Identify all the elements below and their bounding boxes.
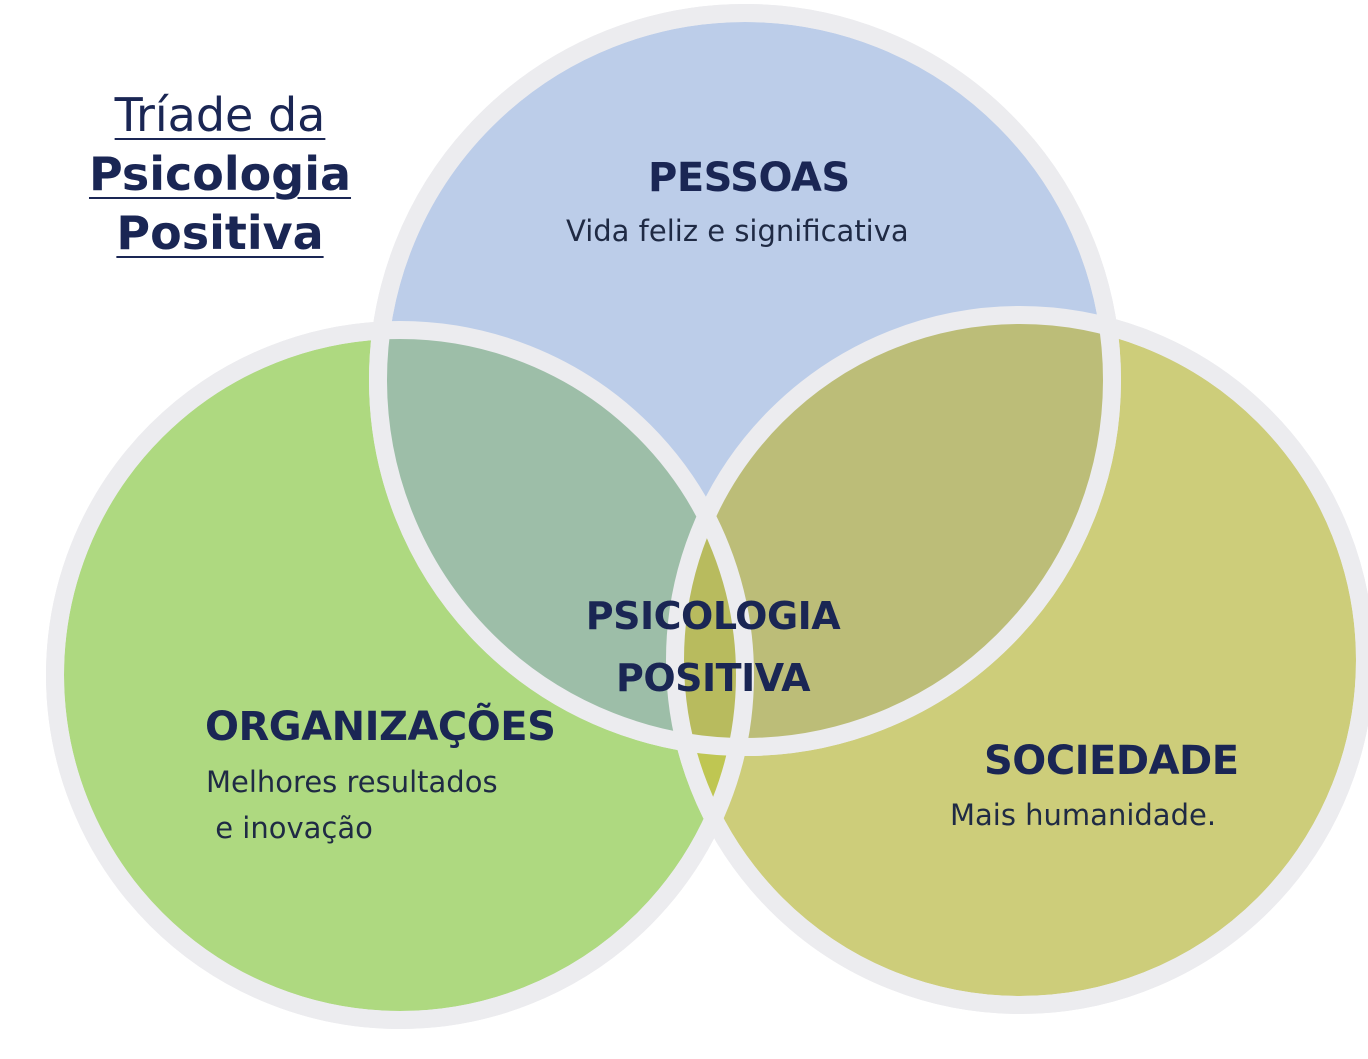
pessoas-heading: PESSOAS bbox=[648, 155, 850, 201]
sociedade-subtitle: Mais humanidade. bbox=[950, 798, 1217, 832]
title-line-2: Psicologia bbox=[88, 146, 352, 201]
title-line-3: Positiva bbox=[116, 205, 324, 260]
outline-organizacoes bbox=[46, 321, 754, 1029]
pessoas-subtitle: Vida feliz e significativa bbox=[566, 214, 909, 248]
organizacoes-subtitle-line-1: Melhores resultados bbox=[206, 765, 498, 799]
title-line-1: Tríade da bbox=[114, 88, 326, 142]
organizacoes-heading: ORGANIZAÇÕES bbox=[205, 704, 556, 750]
center-line-2: POSITIVA bbox=[616, 656, 810, 700]
outline-sociedade bbox=[666, 306, 1368, 1014]
organizacoes-subtitle-line-2: e inovação bbox=[206, 811, 373, 845]
diagram-title: Tríade da Psicologia Positiva bbox=[60, 86, 380, 263]
sociedade-heading: SOCIEDADE bbox=[984, 738, 1239, 784]
center-line-1: PSICOLOGIA bbox=[585, 594, 841, 638]
center-label: PSICOLOGIA POSITIVA bbox=[583, 585, 843, 709]
